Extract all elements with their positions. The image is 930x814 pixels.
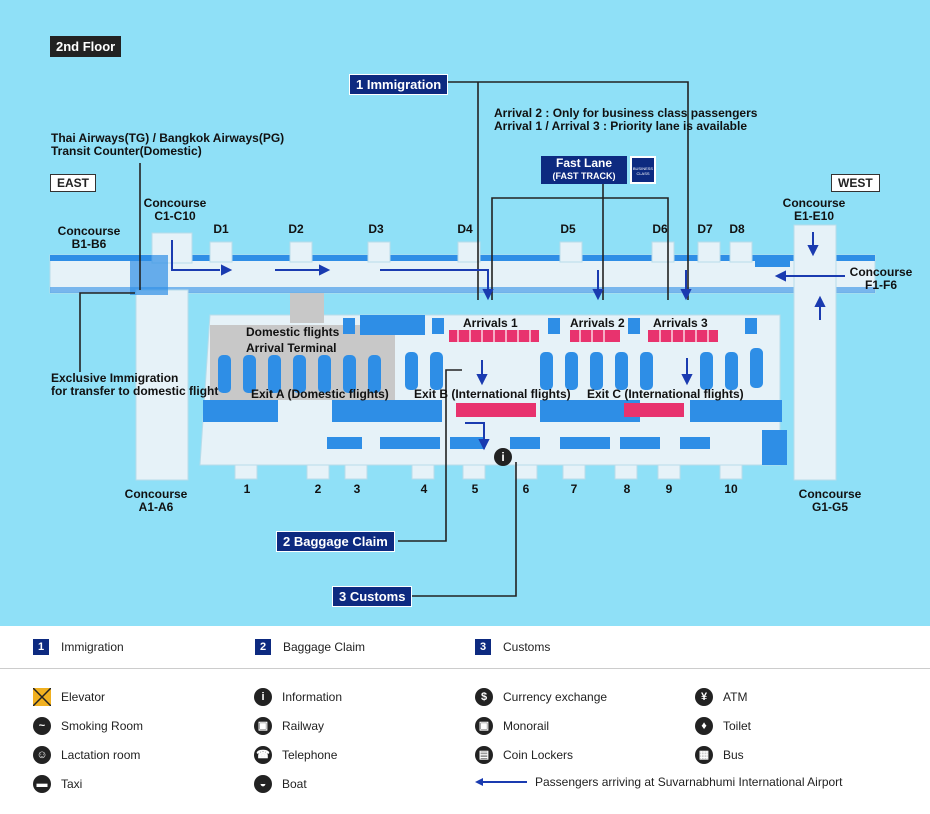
elevator-icon [33,688,51,706]
legend-railway: ▣Railway [254,717,324,735]
door-2: 2 [314,482,322,496]
legend-taxi: ▬Taxi [33,775,82,793]
monorail-icon: ▣ [475,717,493,735]
railway-icon: ▣ [254,717,272,735]
exit-b-label: Exit B (International flights) [414,387,571,401]
exit-c-label: Exit C (International flights) [587,387,744,401]
legend-boat: ◒Boat [254,775,307,793]
atm-icon: ¥ [695,688,713,706]
thai-airways-label: Thai Airways(TG) / Bangkok Airways(PG) [51,131,285,145]
customs-callout: 3 Customs [332,586,413,607]
legend-toilet: ♦Toilet [695,717,751,735]
legend-passenger-arrow: Passengers arriving at Suvarnabhumi Inte… [475,775,843,789]
gate-d3: D3 [368,222,384,236]
legend-atm: ¥ATM [695,688,747,706]
floor-label: 2nd Floor [50,36,122,57]
gate-d7: D7 [697,222,713,236]
arrivals-1-label: Arrivals 1 [463,316,518,330]
exit-a-label: Exit A (Domestic flights) [251,387,389,401]
legend-monorail: ▣Monorail [475,717,549,735]
fast-lane-box: Fast Lane (FAST TRACK) [541,156,627,184]
legend-bus: ▦Bus [695,746,744,764]
telephone-icon: ☎ [254,746,272,764]
taxi-icon: ▬ [33,775,51,793]
floor-plan [49,81,876,597]
fast-lane-title: Fast Lane [555,156,612,170]
legend-telephone: ☎Telephone [254,746,337,764]
information-icon: i [501,450,505,464]
door-10: 10 [724,482,738,496]
concourse-a-wing [135,289,189,481]
gate-d2: D2 [288,222,304,236]
arrivals-2-label: Arrivals 2 [570,316,625,330]
currency-exchange-icon: $ [475,688,493,706]
door-6: 6 [522,482,530,496]
gate-d4: D4 [457,222,473,236]
legend-elevator: Elevator [33,688,105,706]
door-7: 7 [570,482,578,496]
gate-d1: D1 [213,222,229,236]
immigration-callout: 1 Immigration [349,74,449,95]
legend-currency-exchange: $Currency exchange [475,688,607,706]
door-8: 8 [623,482,631,496]
information-marker [494,448,512,466]
gate-d6: D6 [652,222,668,236]
business-class-badge: BUSINESS CLASS [630,156,656,184]
lactation-icon: ☺ [33,746,51,764]
boat-icon: ◒ [254,775,272,793]
coin-lockers-icon: ▤ [475,746,493,764]
bus-icon: ▦ [695,746,713,764]
smoking-icon: ~ [33,717,51,735]
legend-coin-lockers: ▤Coin Lockers [475,746,573,764]
fast-lane-subtitle: (FAST TRACK) [552,171,616,181]
concourse-g-wing [793,224,837,481]
east-label: EAST [50,174,97,192]
toilet-icon: ♦ [695,717,713,735]
arrivals-3-label: Arrivals 3 [653,316,708,330]
door-4: 4 [420,482,428,496]
door-1: 1 [243,482,251,496]
exclusive-immigration-label: Exclusive Immigration [51,371,179,385]
arrival13-note: Arrival 1 / Arrival 3 : Priority lane is… [494,119,748,133]
arrow-left-icon [475,778,527,786]
gate-d8: D8 [729,222,745,236]
door-5: 5 [471,482,479,496]
arrival2-note: Arrival 2 : Only for business class pass… [494,106,758,120]
legend-lactation-room: ☺Lactation room [33,746,140,764]
terminal-map: 2nd Floor 1 Immigration 2 Baggage Claim … [0,0,930,626]
west-label: WEST [831,174,880,192]
information-icon: i [254,688,272,706]
baggage-claim-callout: 2 Baggage Claim [276,531,395,552]
gate-d5: D5 [560,222,576,236]
door-3: 3 [353,482,361,496]
legend-smoking-room: ~Smoking Room [33,717,143,735]
transit-counter-label: Transit Counter(Domestic) [51,144,202,158]
exclusive-immigration-sublabel: for transfer to domestic flight [51,384,219,398]
door-9: 9 [665,482,673,496]
